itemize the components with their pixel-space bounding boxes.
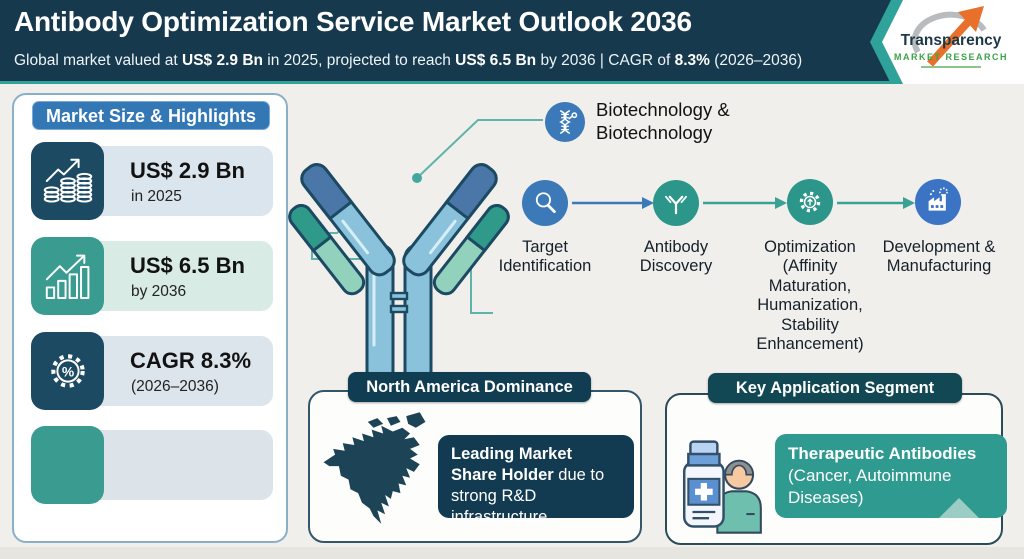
vial-person-icon [682,440,762,534]
app-text-rest: (Cancer, Autoimmune Diseases) [788,465,952,507]
market-value-2036: US$ 6.5 Bn [130,253,245,278]
logo-arrow-icon [911,6,987,67]
application-tab: Key Application Segment [708,373,962,403]
step-label-antibody-discovery: Antibody Discovery [639,238,713,276]
sidebar-title: Market Size & Highlights [32,101,270,130]
market-caption-2025: in 2025 [131,188,182,205]
tmr-logo: Transparency MARKET RESEARCH [886,2,1016,82]
step-label-target-identification: Target Identification [498,238,592,276]
app-text-bold: Therapeutic Antibodies [788,444,977,463]
na-text-bold: Leading Market Share Holder [451,445,573,485]
header-subtitle: Global market valued at US$ 2.9 Bn in 20… [14,52,803,69]
factory-icon [915,179,961,225]
na-highlight-box: Leading Market Share Holder due to stron… [438,435,634,526]
subtitle-value-2025: US$ 2.9 Bn [182,52,263,69]
market-size-sidebar: Market Size & Highlights US$ 2.9 Bn in 2… [12,93,288,543]
antibody-icon [653,180,699,226]
dna-icon [545,102,585,142]
biotech-callout-label: Biotechnology & Biotechnology [596,99,730,143]
market-size-card-2025: US$ 2.9 Bn in 2025 [31,142,273,220]
na-text-rest: due to strong R&D infrastructure [451,466,605,527]
decorative-corner [939,498,979,518]
header-banner: Antibody Optimization Service Market Out… [0,0,1024,81]
magnifier-icon [522,180,568,226]
svg-text:%: % [61,363,73,379]
step-label-development-manufacturing: Development & Manufacturing [882,238,996,276]
cagr-period: (2026–2036) [131,378,219,395]
cagr-card: CAGR 8.3% (2026–2036) % [31,332,273,410]
north-america-tab: North America Dominance [348,372,591,402]
callout-dot [412,173,422,183]
flow-arrows [572,197,915,209]
coins-growth-icon [31,142,104,220]
gear-icon [787,179,833,225]
header-accent-line [0,81,1024,84]
empty-card [31,426,273,504]
empty-icon-tile [31,426,104,504]
bottom-strip [0,547,1024,559]
subtitle-value-2036: US$ 6.5 Bn [455,52,537,69]
bar-growth-icon [31,237,104,315]
north-america-map [323,412,426,524]
logo-text-market-research: MARKET RESEARCH [893,52,1008,62]
cagr-value: CAGR 8.3% [130,348,252,373]
subtitle-text: Global market valued at [14,52,183,69]
gear-percent-icon: % [31,332,104,410]
page-title: Antibody Optimization Service Market Out… [14,6,692,37]
market-value-2025: US$ 2.9 Bn [130,158,245,183]
logo-text-transparency: Transparency [900,32,1002,49]
logo-divider [921,66,981,68]
step-label-optimization: Optimization (Affinity Maturation, Human… [756,238,864,354]
market-caption-2036: by 2036 [131,283,187,300]
subtitle-cagr: 8.3% [674,52,710,69]
application-highlight-box: Therapeutic Antibodies (Cancer, Autoimmu… [775,434,1007,518]
market-size-card-2036: US$ 6.5 Bn by 2036 [31,237,273,315]
